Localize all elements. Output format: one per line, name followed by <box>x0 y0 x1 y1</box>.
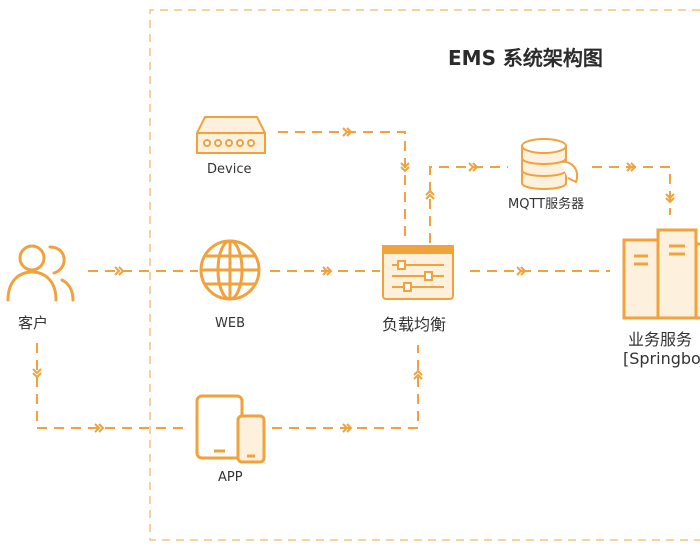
connector-app-lb <box>272 345 419 429</box>
business-service-label: 业务服务 <box>628 330 693 349</box>
app-label: APP <box>218 470 243 485</box>
mqtt-server-label: MQTT服务器 <box>508 197 585 212</box>
web-label: WEB <box>215 316 245 331</box>
load-balancer-icon <box>382 245 454 300</box>
client-label: 客户 <box>18 314 49 332</box>
globe-icon <box>199 239 261 301</box>
system-boundary <box>149 9 700 541</box>
database-icon <box>521 138 578 190</box>
connector-mqtt-biz <box>592 166 671 215</box>
users-icon <box>6 244 75 302</box>
server-cabinets-icon <box>622 228 700 320</box>
device-label: Device <box>207 162 252 177</box>
tablet-phone-icon <box>195 394 266 464</box>
connector-device-lb <box>278 131 406 243</box>
diagram-title: EMS 系统架构图 <box>448 46 603 70</box>
business-service-sublabel: [Springbo <box>623 349 700 368</box>
connector-lb-mqtt <box>429 166 508 243</box>
connector-client-app <box>36 343 190 429</box>
router-icon <box>196 116 266 154</box>
load-balancer-label: 负载均衡 <box>382 315 447 334</box>
